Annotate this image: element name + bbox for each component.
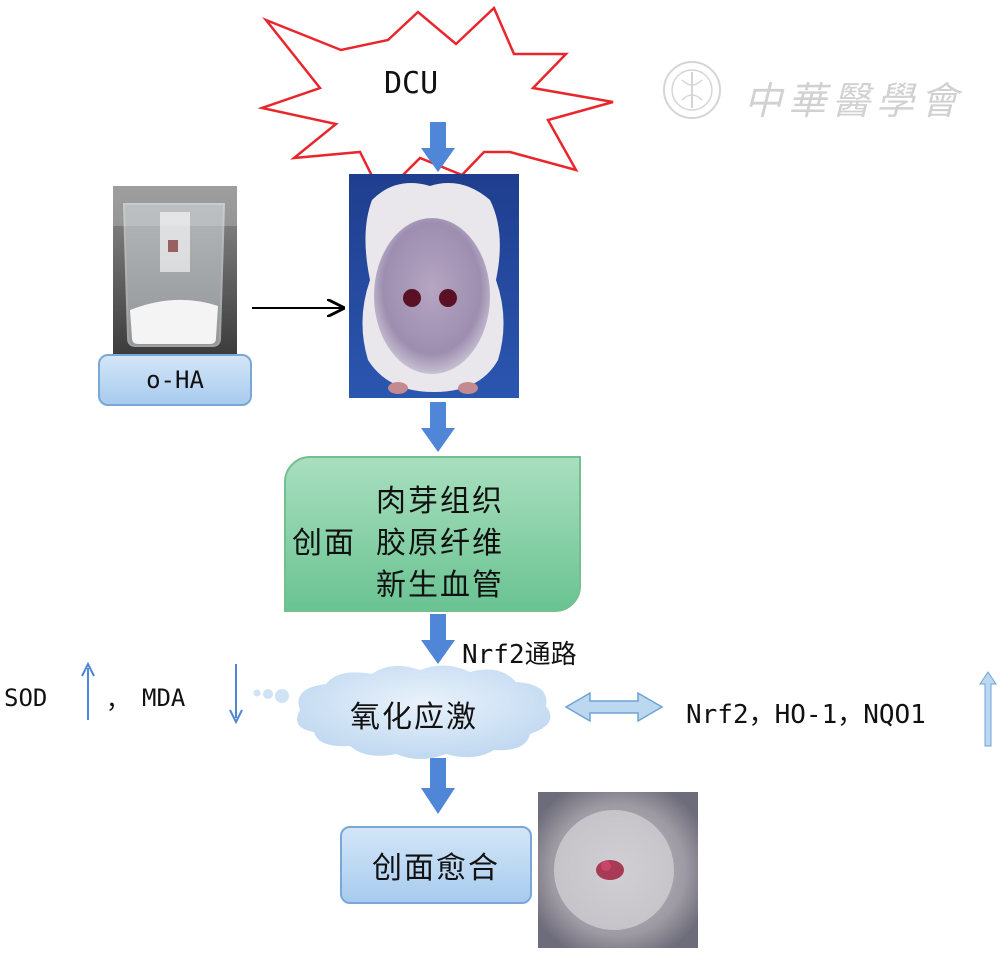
nrf2-markers-label: Nrf2，HO-1，NQO1: [686, 700, 926, 730]
double-arrow: [564, 691, 664, 723]
beaker-photo: [113, 186, 237, 356]
flow-arrow-3: [421, 614, 455, 664]
mda-down-arrow: [229, 664, 243, 725]
flow-arrow-1: [421, 122, 455, 172]
oxidative-cloud: [253, 665, 551, 759]
healing-label-box: 创面愈合: [340, 826, 532, 904]
pathway-label: Nrf2通路: [462, 640, 577, 670]
oxidative-label: 氧化应激: [350, 700, 478, 735]
wound-outcome-box: [284, 456, 581, 612]
sod-label: SOD: [4, 684, 48, 712]
mouse-photo: [349, 174, 519, 398]
marker-separator: ，: [106, 686, 130, 714]
flow-arrow-2: [421, 402, 455, 452]
flow-arrow-4: [421, 758, 455, 814]
mda-label: MDA: [142, 684, 186, 712]
sod-up-arrow: [81, 661, 95, 720]
wound-item-collagen: 胶原纤维: [376, 526, 504, 561]
wound-item-vessel: 新生血管: [376, 568, 504, 603]
material-label-box: o-HA: [98, 354, 252, 406]
burst-shape: [257, 5, 614, 199]
wound-box-left-label: 创面: [292, 526, 356, 561]
nrf2-up-arrow: [979, 671, 997, 747]
wound-item-granulation: 肉芽组织: [376, 484, 504, 519]
wound-healing-photo: [538, 792, 698, 948]
watermark-emblem: [663, 61, 721, 119]
material-label: o-HA: [146, 366, 204, 394]
healing-label: 创面愈合: [372, 851, 500, 886]
watermark-text: 中華醫學會: [744, 79, 965, 123]
burst-label: DCU: [384, 66, 439, 101]
